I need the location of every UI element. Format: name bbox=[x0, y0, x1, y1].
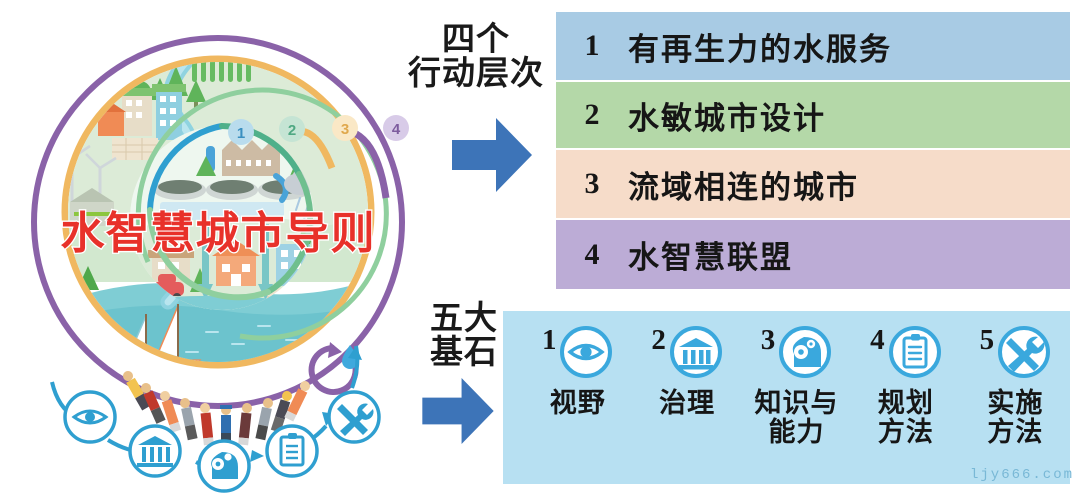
eye-icon bbox=[560, 326, 613, 378]
table-row[interactable]: 3 流域相连的城市 bbox=[556, 150, 1070, 218]
list-item[interactable]: 2 治理 bbox=[632, 325, 741, 475]
action-levels-table: 1 有再生力的水服务 2 水敏城市设计 3 流域相连的城市 4 水智慧联盟 bbox=[556, 12, 1070, 289]
foundation-label-line-1: 治理 bbox=[659, 388, 716, 418]
foundation-number: 3 bbox=[760, 324, 776, 356]
eye-icon-circle bbox=[63, 390, 117, 444]
arrow-to-foundations bbox=[422, 378, 494, 444]
row-number: 2 bbox=[584, 98, 600, 131]
stage-number-circles: 1 2 3 4 bbox=[228, 115, 409, 145]
foundation-label: 治理 bbox=[659, 389, 715, 418]
foundation-label-line-1: 视野 bbox=[549, 388, 606, 418]
list-item[interactable]: 4 规划 方法 bbox=[851, 325, 960, 475]
foundation-label-line-2: 方法 bbox=[877, 416, 934, 447]
stage-number-4: 4 bbox=[392, 121, 401, 138]
row-label: 流域相连的城市 bbox=[628, 169, 859, 205]
arrow-to-action-levels bbox=[452, 118, 532, 192]
foundation-label: 规划 方法 bbox=[878, 389, 934, 446]
five-foundations-panel: 1 视野 2 bbox=[503, 311, 1070, 484]
row-number: 1 bbox=[584, 29, 600, 62]
five-label-line-2: 基石 bbox=[430, 334, 498, 371]
row-number: 3 bbox=[584, 167, 600, 200]
clipboard-icon-circle bbox=[265, 424, 319, 478]
row-label: 有再生力的水服务 bbox=[628, 31, 892, 67]
arc-1 bbox=[147, 123, 225, 213]
foundation-label-line-2: 能力 bbox=[768, 416, 825, 447]
foundation-number: 1 bbox=[541, 324, 557, 356]
tools-icon bbox=[998, 326, 1051, 378]
arc-3 bbox=[265, 171, 314, 295]
table-row[interactable]: 1 有再生力的水服务 bbox=[556, 12, 1070, 80]
foundation-number: 4 bbox=[870, 324, 885, 356]
five-label-line-1: 五大 bbox=[430, 301, 498, 337]
inner-orange-ring bbox=[61, 55, 375, 369]
foundation-label: 视野 bbox=[550, 389, 606, 418]
foundation-label-line-1: 知识与 bbox=[754, 388, 839, 418]
bank-icon-circle bbox=[128, 424, 182, 478]
outer-purple-ring bbox=[31, 35, 405, 409]
table-row[interactable]: 2 水敏城市设计 bbox=[556, 82, 1070, 148]
clipboard-icon bbox=[888, 326, 941, 378]
water-sensitive-city-circle-graphic: 1 2 3 4 bbox=[31, 35, 409, 493]
four-action-levels-label: 四个 行动层次 bbox=[406, 22, 546, 92]
stage-number-1: 1 bbox=[237, 125, 245, 142]
foundation-label-line-2: 方法 bbox=[987, 416, 1044, 447]
foundation-label: 实施 方法 bbox=[987, 389, 1043, 446]
foundation-number: 5 bbox=[979, 324, 995, 356]
row-label: 水敏城市设计 bbox=[628, 100, 826, 136]
five-pillars-label: 五大 基石 bbox=[418, 301, 510, 371]
foundation-label-line-1: 实施 bbox=[987, 388, 1044, 418]
foundation-label-line-1: 规划 bbox=[877, 388, 934, 418]
table-row[interactable]: 4 水智慧联盟 bbox=[556, 220, 1070, 289]
circle-center-title: 水智慧城市导则 bbox=[61, 209, 376, 258]
head-gears-icon-circle bbox=[197, 439, 251, 493]
stage-number-2: 2 bbox=[288, 122, 296, 139]
stage-number-3: 3 bbox=[341, 121, 349, 138]
tools-icon-circle bbox=[327, 390, 381, 444]
list-item[interactable]: 1 视野 bbox=[523, 325, 632, 475]
bank-icon bbox=[669, 326, 722, 378]
arc-4 bbox=[147, 207, 271, 301]
head-gears-icon bbox=[779, 326, 832, 378]
list-item[interactable]: 3 知识与 能力 bbox=[742, 325, 851, 475]
foundation-number: 2 bbox=[651, 324, 666, 356]
people-row bbox=[123, 371, 310, 447]
watermark: ljy666.com bbox=[969, 467, 1074, 483]
bottom-foundation-icons bbox=[63, 390, 381, 493]
row-number: 4 bbox=[584, 237, 600, 271]
list-item[interactable]: 5 实施 方法 bbox=[961, 325, 1070, 475]
foundation-label: 知识与 能力 bbox=[755, 389, 839, 446]
four-label-line-2: 行动层次 bbox=[408, 55, 544, 92]
row-label: 水智慧联盟 bbox=[628, 240, 793, 275]
four-label-line-1: 四个 bbox=[442, 22, 510, 58]
